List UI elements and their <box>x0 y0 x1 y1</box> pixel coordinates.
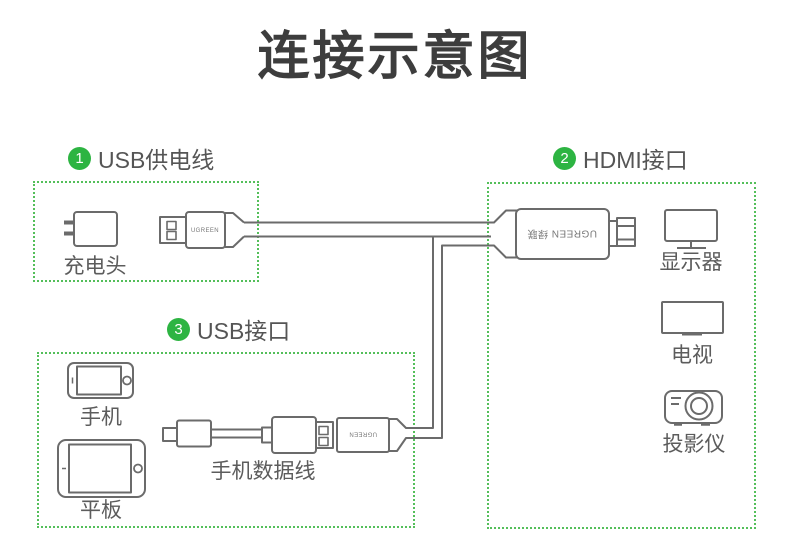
monitor-label: 显示器 <box>659 251 723 274</box>
cable-lines <box>244 221 491 439</box>
tablet-label: 平板 <box>80 499 122 522</box>
phone-icon <box>67 362 134 399</box>
callout-usb-port-number-badge: 3 <box>167 317 190 341</box>
usb-power-plug-brand: UGREEN <box>191 228 219 234</box>
tv-icon <box>661 301 724 336</box>
phone-data-cable-icon <box>162 416 334 454</box>
callout-usb-power: 1 USB供电线 <box>68 141 214 175</box>
hdmi-adapter-brand: UGREEN 绿联 <box>527 228 597 241</box>
phone-label: 手机 <box>80 406 122 429</box>
callout-hdmi-number-badge: 2 <box>553 146 576 170</box>
callout-usb-power-number-badge: 1 <box>68 146 91 170</box>
callout-hdmi: 2 HDMI接口 <box>553 141 688 175</box>
usb-female-connector-brand: UGREEN <box>349 431 377 437</box>
callout-usb-port: 3 USB接口 <box>167 312 290 346</box>
usb-power-plug-icon: UGREEN <box>159 211 245 249</box>
page-title: 连接示意图 <box>257 28 533 86</box>
monitor-icon <box>664 209 718 249</box>
hdmi-adapter-icon: UGREEN 绿联 <box>491 208 610 260</box>
usb-female-connector-icon: UGREEN <box>336 417 415 453</box>
projector-icon <box>664 390 723 426</box>
callout-hdmi-label: HDMI接口 <box>583 147 688 173</box>
usb-port-group-box <box>37 352 415 528</box>
tv-label: 电视 <box>671 344 713 367</box>
charger-icon <box>64 211 118 247</box>
data-cable-label: 手机数据线 <box>210 460 316 483</box>
callout-usb-power-label: USB供电线 <box>98 147 215 173</box>
tablet-icon <box>57 439 146 498</box>
projector-label: 投影仪 <box>662 433 726 456</box>
callout-usb-port-label: USB接口 <box>197 318 291 344</box>
charger-label: 充电头 <box>63 255 127 278</box>
hdmi-plug-icon <box>608 217 636 247</box>
hdmi-group-box <box>487 182 756 529</box>
usb-power-group-box <box>33 181 259 282</box>
